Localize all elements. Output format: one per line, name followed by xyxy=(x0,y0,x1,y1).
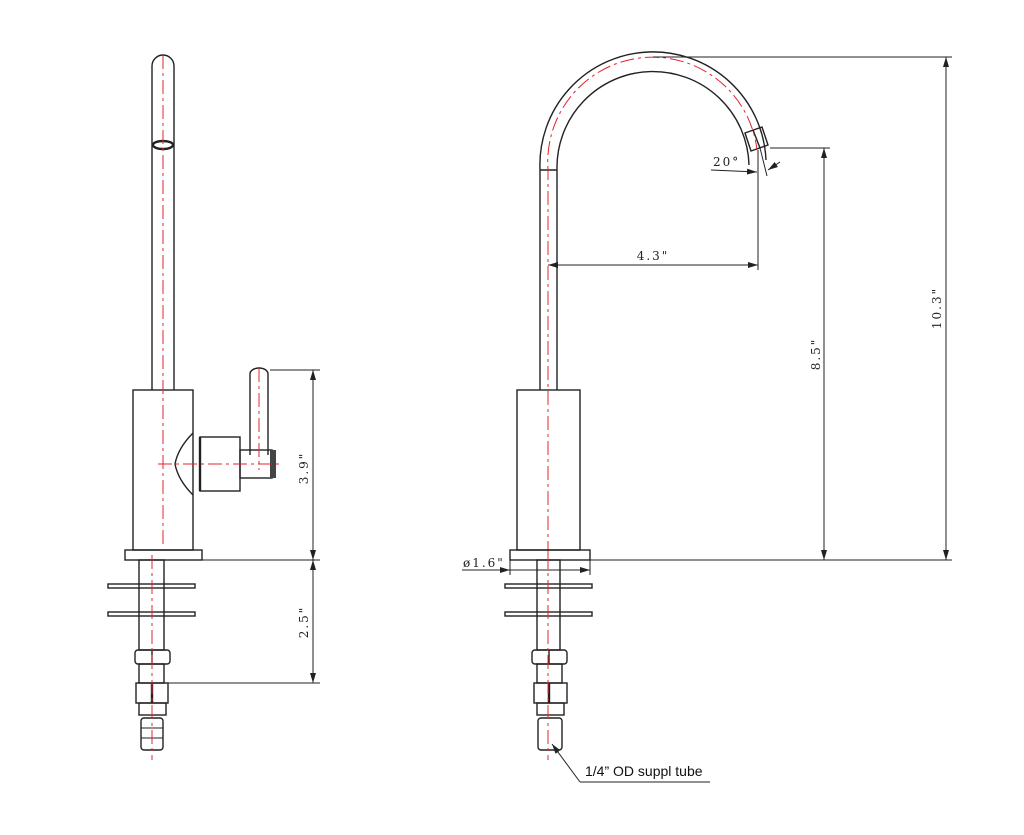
dim-base-diameter: ø1.6" xyxy=(463,556,505,570)
base-flange xyxy=(124,549,203,561)
dim-reach: 4.3" xyxy=(637,249,670,263)
gooseneck-outer xyxy=(539,51,767,390)
dim-angle: 20° xyxy=(713,155,740,169)
spout-tip xyxy=(744,126,769,152)
gooseneck-inner xyxy=(556,70,750,390)
dim-shank-length: 2.5" xyxy=(297,606,311,639)
dim-spout-height: 8.5" xyxy=(809,338,823,371)
front-base-flange xyxy=(509,549,591,561)
callout-supply-tube: 1/4” OD suppl tube xyxy=(585,763,703,779)
side-view: 3.9" 2.5" xyxy=(107,54,320,760)
handle-knob xyxy=(270,450,276,478)
handle-transition xyxy=(174,432,194,496)
centerline-gooseneck xyxy=(547,56,758,555)
front-view: 4.3" 20° 8.5" 10.3" ø1.6" 1/4” OD suppl … xyxy=(462,51,952,783)
dim-handle-height: 3.9" xyxy=(297,452,311,485)
dim-total-height: 10.3" xyxy=(930,287,944,329)
